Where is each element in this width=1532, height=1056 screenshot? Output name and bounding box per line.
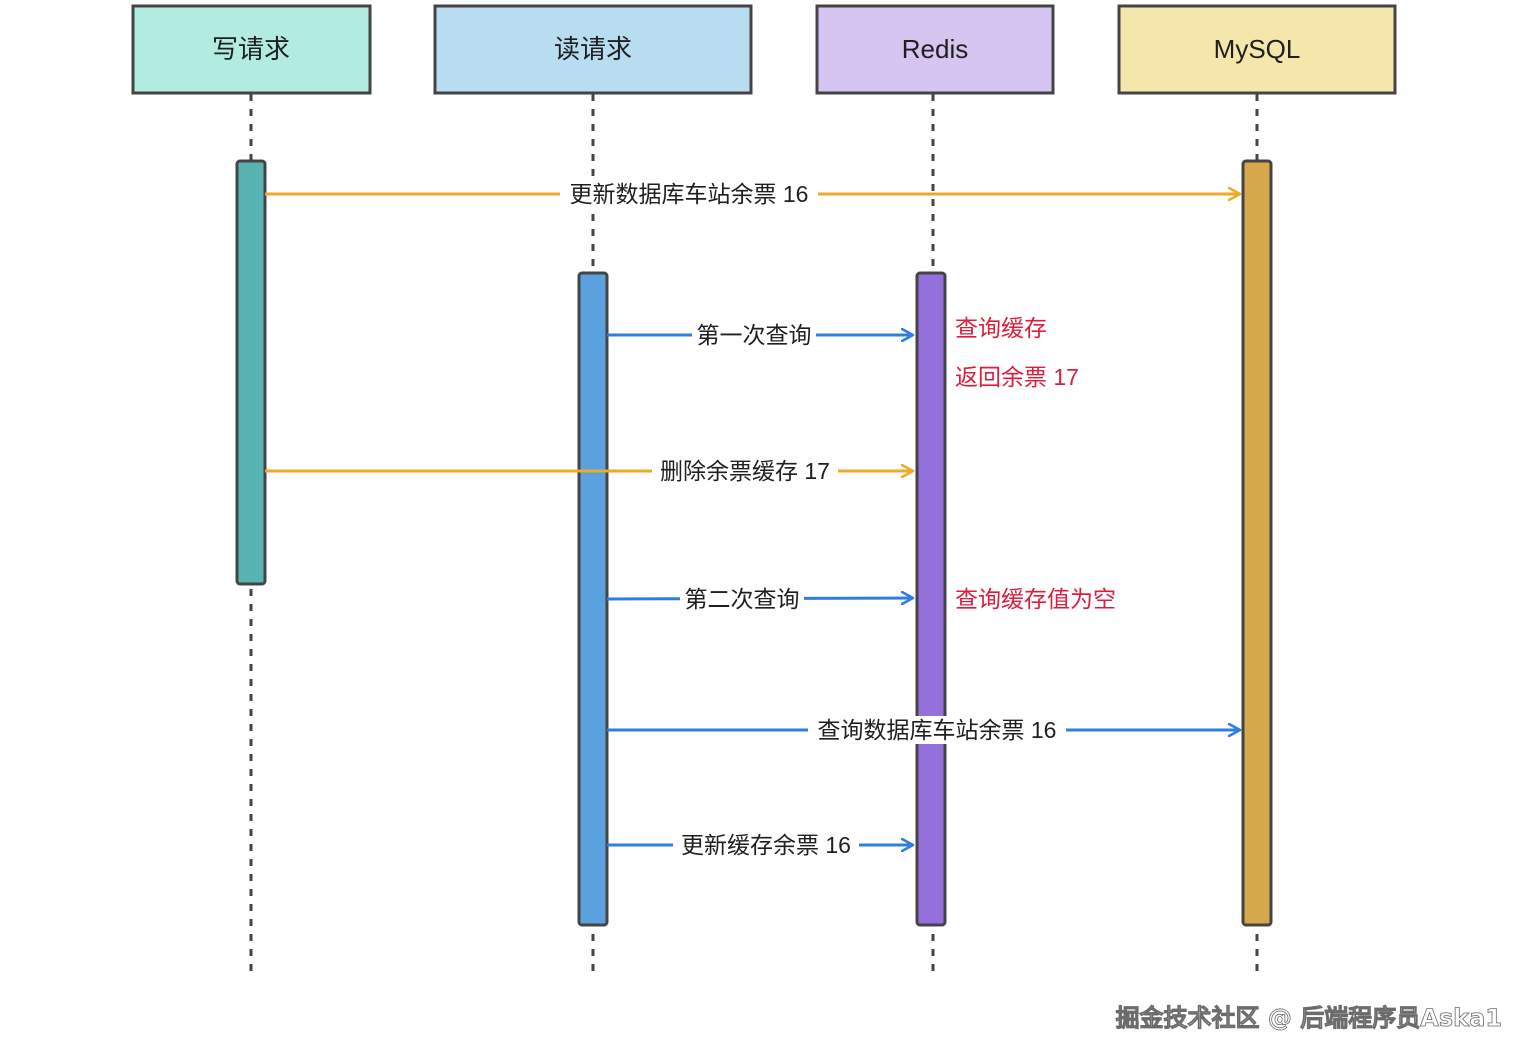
actor-mysql: MySQL: [1117, 4, 1397, 95]
actor-box: [1117, 4, 1397, 95]
actor-label: Redis: [902, 34, 968, 64]
activation-write: [235, 159, 267, 586]
message-1: 更新数据库车站余票 16: [265, 180, 1240, 208]
message-label: 更新数据库车站余票 16: [570, 181, 809, 207]
actor-read: 读请求: [433, 4, 753, 95]
message-3: 删除余票缓存 17: [265, 457, 913, 485]
message-label: 查询数据库车站余票 16: [818, 717, 1057, 743]
message-6: 更新缓存余票 16: [607, 831, 913, 859]
message-label-bg: [673, 831, 859, 859]
actor-label: 读请求: [554, 34, 632, 64]
actor-box: [131, 4, 372, 95]
actor-label: MySQL: [1214, 34, 1301, 64]
message-4: 第二次查询: [606, 585, 913, 613]
message-label-bg: [692, 321, 816, 349]
message-label-bg: [808, 716, 1066, 744]
message-5: 查询数据库车站余票 16: [607, 716, 1240, 744]
message-label: 删除余票缓存 17: [660, 458, 830, 484]
message-label-bg: [560, 180, 818, 208]
note-cache-empty: 查询缓存值为空: [955, 586, 1116, 612]
message-label-bg: [652, 457, 838, 485]
watermark: 掘金技术社区 @ 后端程序员Aska1: [1115, 1004, 1502, 1033]
actor-box: [433, 4, 753, 95]
actor-box: [815, 4, 1055, 95]
activation-mysql: [1241, 159, 1273, 927]
message-2: 第一次查询: [607, 321, 913, 349]
note-query-cache: 查询缓存: [955, 315, 1047, 341]
message-label: 第二次查询: [685, 586, 800, 612]
actor-write: 写请求: [131, 4, 372, 95]
message-label: 更新缓存余票 16: [681, 832, 851, 858]
actor-redis: Redis: [815, 4, 1055, 95]
message-label: 第一次查询: [697, 322, 812, 348]
activation-redis: [915, 271, 947, 927]
activation-read: [577, 271, 609, 927]
actor-label: 写请求: [212, 34, 290, 64]
message-label-bg: [680, 585, 804, 613]
note-return-tickets: 返回余票 17: [955, 364, 1079, 390]
